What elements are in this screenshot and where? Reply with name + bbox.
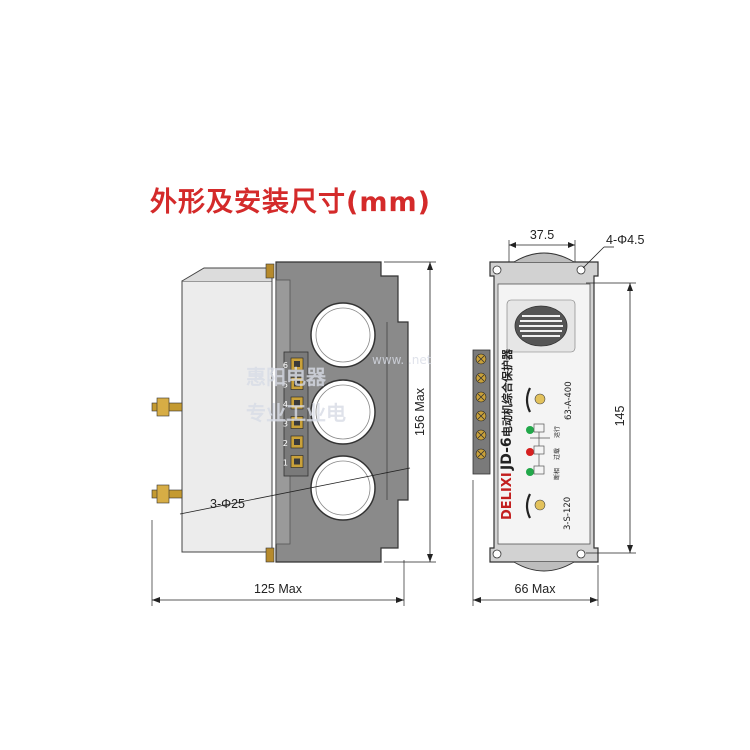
mount-holes-label: 4-Φ4.5	[606, 233, 645, 247]
side-terminal-slot-1	[477, 355, 485, 363]
side-terminal-slot-4	[477, 412, 485, 420]
run-led	[526, 426, 534, 434]
mount-hole-leader	[582, 246, 605, 269]
bottom-screw	[265, 547, 275, 563]
hole-3-inner	[315, 460, 371, 516]
bottom-ear	[513, 561, 575, 572]
cover-top-edge	[181, 267, 273, 282]
hole-3	[310, 455, 376, 521]
left-height-label: 156 Max	[413, 387, 427, 436]
right-height-label: 145	[613, 406, 627, 427]
side-terminal-slot-3	[477, 393, 485, 401]
circuit-symbol	[530, 423, 550, 475]
hole-2	[310, 379, 376, 445]
top-width-label: 37.5	[530, 228, 554, 242]
range-top-label: 63-A-400	[564, 381, 574, 420]
brand-label: DELIXI	[500, 472, 515, 520]
upper-adjust-knob[interactable]	[534, 393, 546, 405]
terminal-number-6: 6	[283, 361, 288, 370]
model-label: JD-6	[499, 437, 515, 471]
hole-1	[310, 302, 376, 368]
stud-lower-nut	[156, 484, 170, 504]
bottom-width-dimension: 66 Max	[472, 480, 599, 606]
upper-knob-arc	[525, 387, 531, 413]
hole-1-inner	[315, 307, 371, 363]
hole-2-inner	[315, 384, 371, 440]
left-width-label: 125 Max	[254, 582, 303, 596]
mount-hole-bl	[492, 549, 502, 559]
terminal-number-2: 2	[283, 439, 288, 448]
terminal-screw-head-4	[294, 400, 300, 406]
stud-upper-nut	[156, 397, 170, 417]
watermark: 惠阳电器 专业工业电 www. .net	[246, 353, 432, 425]
side-terminal-slot-6	[477, 450, 485, 458]
watermark-line2: 专业工业电	[246, 401, 346, 425]
page-title: 外形及安装尺寸(mm)	[150, 187, 431, 218]
terminal-screw-head-5	[294, 380, 300, 387]
mounting-studs	[151, 397, 183, 504]
side-terminal-slot-2	[477, 374, 485, 382]
side-terminal-strip	[472, 349, 491, 475]
mount-hole-br	[576, 549, 586, 559]
bottom-width-label: 66 Max	[515, 582, 557, 596]
hole-dimension-label: 3-Φ25	[210, 497, 245, 511]
left-width-dimension: 125 Max	[151, 520, 405, 606]
front-view: DELIXI JD-6 电动机综合保护器 63-A-400 3-S-120 运行…	[472, 228, 645, 606]
top-ear	[513, 252, 575, 263]
terminal-screw-head-6	[294, 361, 300, 367]
lower-knob-arc	[525, 493, 531, 519]
side-view: 6 5 4 3 2 1 3-Φ25 125 Max 156 Max	[151, 261, 436, 606]
top-dim-arrows	[509, 242, 575, 248]
terminal-screw-head-1	[294, 458, 300, 465]
overload-led	[526, 448, 534, 456]
top-screw	[265, 263, 275, 279]
mount-hole-tl	[492, 265, 502, 275]
watermark-url: www. .net	[372, 353, 432, 367]
hole-leader-line	[179, 467, 411, 515]
terminal-number-3: 3	[283, 420, 288, 429]
range-bottom-label: 3-S-120	[563, 497, 573, 530]
terminal-number-1: 1	[283, 459, 288, 468]
led-label-run: 运行	[553, 426, 561, 438]
speaker-slots	[519, 315, 563, 337]
left-height-dimension: 156 Max	[384, 261, 436, 563]
led-label-phase: 断相	[553, 468, 561, 480]
terminal-number-5: 5	[283, 381, 288, 390]
lower-adjust-knob[interactable]	[534, 499, 546, 511]
speaker-grille	[506, 299, 576, 353]
phase-loss-led	[526, 468, 534, 476]
terminal-block: 6 5 4 3 2 1	[283, 351, 309, 477]
right-height-dimension: 145	[586, 282, 636, 554]
led-label-overload: 过载	[553, 448, 561, 460]
terminal-number-4: 4	[283, 400, 288, 409]
side-terminal-slot-5	[477, 431, 485, 439]
product-name-label: 电动机综合保护器	[500, 348, 514, 437]
watermark-line1: 惠阳电器	[246, 365, 327, 389]
top-width-dimension: 37.5	[508, 228, 576, 262]
terminal-screw-head-2	[294, 439, 300, 445]
terminal-screw-head-3	[294, 419, 300, 426]
